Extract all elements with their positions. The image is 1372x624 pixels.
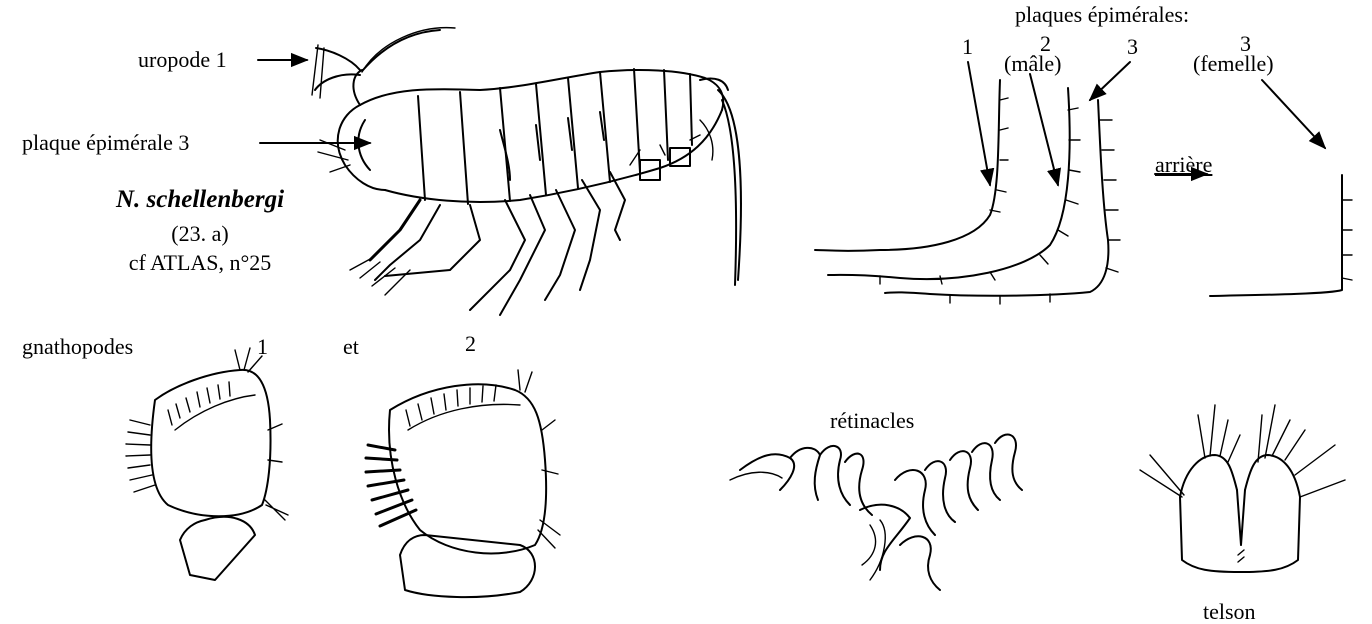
plate-3-female-pointer-arrow <box>1262 80 1325 148</box>
epimeral-plate-3-female <box>1210 175 1352 296</box>
plate-1-pointer-arrow <box>968 62 990 185</box>
plate-3-pointer-arrow <box>1090 62 1130 100</box>
telson-drawing <box>1140 405 1345 572</box>
retinacles-drawing <box>730 434 1022 590</box>
amphipod-body-drawing <box>312 28 741 315</box>
epimeral-plate-1 <box>815 80 1008 251</box>
plate-2-pointer-arrow <box>1030 74 1058 185</box>
epimeral-plate-3 <box>885 100 1120 304</box>
gnathopod-1-drawing <box>126 348 288 580</box>
epimeral-plate-2-male <box>828 88 1080 284</box>
gnathopod-2-drawing <box>366 370 560 597</box>
